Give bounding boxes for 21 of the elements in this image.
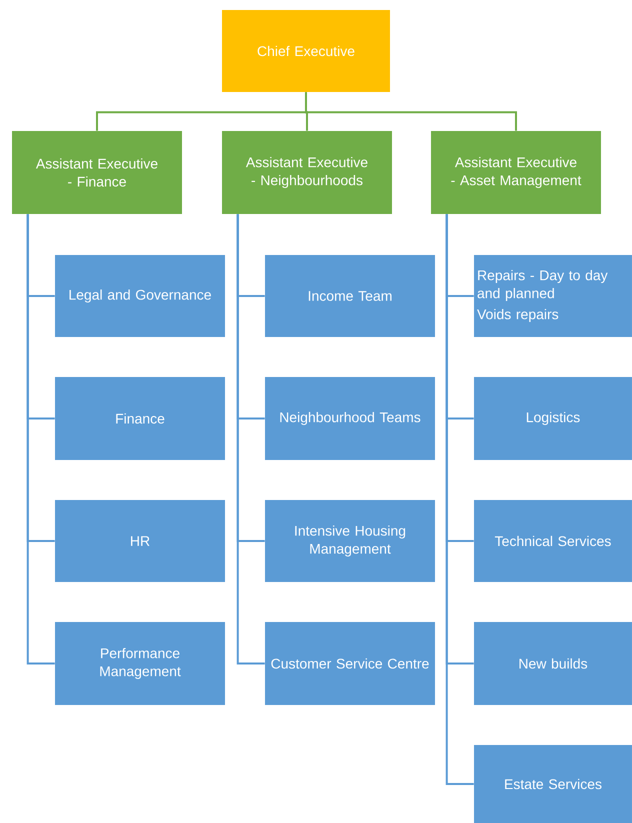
- connector-line: [446, 214, 474, 785]
- team-box: Logistics: [474, 377, 632, 460]
- manager-box: Assistant Executive - Finance: [12, 131, 182, 214]
- manager-box: Assistant Executive - Asset Management: [431, 131, 601, 214]
- team-box: Income Team: [265, 255, 435, 337]
- team-box: Repairs - Day to day and planned Voids repairs: [474, 255, 632, 337]
- team-box: Neighbourhood Teams: [265, 377, 435, 460]
- team-box: Estate Services: [474, 745, 632, 823]
- team-box: Customer Service Centre: [265, 622, 435, 705]
- top-box: Chief Executive: [222, 10, 390, 92]
- team-box: New builds: [474, 622, 632, 705]
- manager-box: Assistant Executive - Neighbourhoods: [222, 131, 392, 214]
- team-box: Finance: [55, 377, 225, 460]
- team-box: Performance Management: [55, 622, 225, 705]
- connector-line: [236, 214, 265, 664]
- team-box: HR: [55, 500, 225, 582]
- team-box: Intensive Housing Management: [265, 500, 435, 582]
- team-box: Technical Services: [474, 500, 632, 582]
- connector-line: [26, 214, 55, 664]
- team-box: Legal and Governance: [55, 255, 225, 337]
- connector-line: [305, 92, 517, 131]
